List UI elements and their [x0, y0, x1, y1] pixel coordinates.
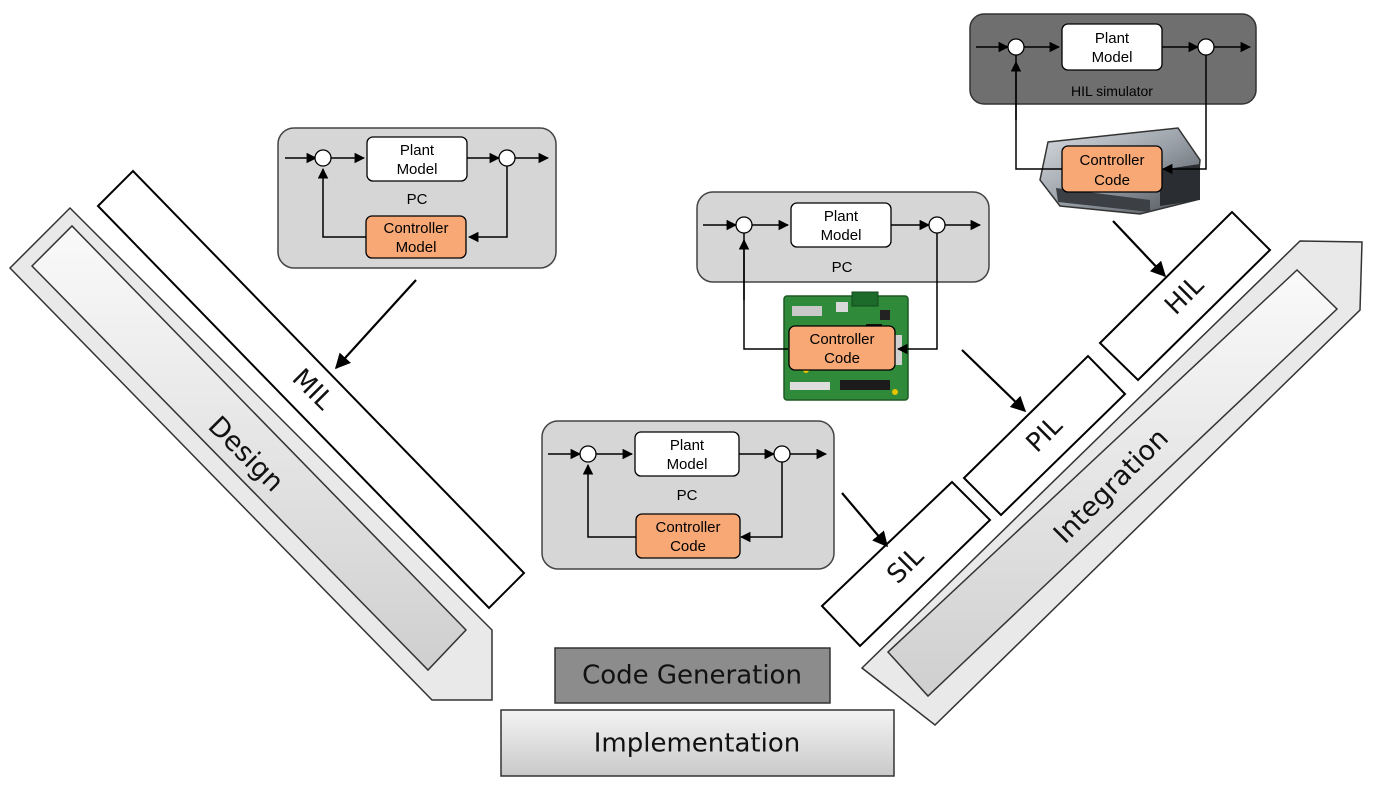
- sil-diagram-box: Plant Model PC Controller Code: [541, 420, 835, 570]
- code-generation-label: Code Generation: [582, 661, 802, 691]
- pil-host-label: PC: [832, 259, 853, 276]
- svg-text:Controller: Controller: [1079, 152, 1144, 169]
- implementation-label: Implementation: [594, 729, 800, 759]
- controller-code-block: [635, 513, 741, 559]
- hil-controller-block: Controller Code: [1010, 55, 1207, 193]
- svg-text:Model: Model: [1092, 49, 1133, 66]
- design-arm: Design: [8, 206, 493, 701]
- svg-text:Plant: Plant: [824, 208, 859, 225]
- svg-text:Plant: Plant: [670, 437, 705, 454]
- sil-stage: SIL: [820, 480, 992, 648]
- plant-model-block: [366, 136, 468, 182]
- hil-pointer-arrow: [1112, 220, 1167, 278]
- mil-host-label: PC: [407, 191, 428, 208]
- pil-controller-block: Controller Code: [738, 233, 938, 371]
- svg-text:Controller: Controller: [809, 331, 874, 348]
- pil-diagram-box: Plant Model PC: [696, 191, 990, 283]
- svg-text:Model: Model: [397, 161, 438, 178]
- svg-text:Controller: Controller: [383, 220, 448, 237]
- hil-stage: HIL: [1098, 210, 1272, 382]
- code-generation-bar: Code Generation: [554, 647, 831, 704]
- integration-arm: Integration: [860, 240, 1363, 726]
- hil-diagram-box: Plant Model HIL simulator: [969, 13, 1257, 105]
- svg-text:Model: Model: [667, 456, 708, 473]
- sil-pointer-arrow: [841, 492, 888, 548]
- svg-text:Model: Model: [396, 239, 437, 256]
- svg-text:Plant: Plant: [400, 142, 435, 159]
- svg-text:Controller: Controller: [655, 519, 720, 536]
- svg-text:Code: Code: [1094, 172, 1130, 189]
- mil-pointer-arrow: [334, 279, 417, 370]
- hil-host-label: HIL simulator: [1071, 83, 1153, 99]
- svg-text:Plant: Plant: [1095, 30, 1130, 47]
- pil-pointer-arrow: [961, 349, 1027, 413]
- svg-text:Code: Code: [670, 538, 706, 555]
- svg-text:Model: Model: [821, 227, 862, 244]
- implementation-bar: Implementation: [500, 709, 895, 777]
- pil-stage: PIL: [962, 354, 1127, 517]
- svg-text:Code: Code: [824, 350, 860, 367]
- sil-host-label: PC: [677, 487, 698, 504]
- mil-diagram-box: Plant Model Controller Model PC: [277, 127, 557, 269]
